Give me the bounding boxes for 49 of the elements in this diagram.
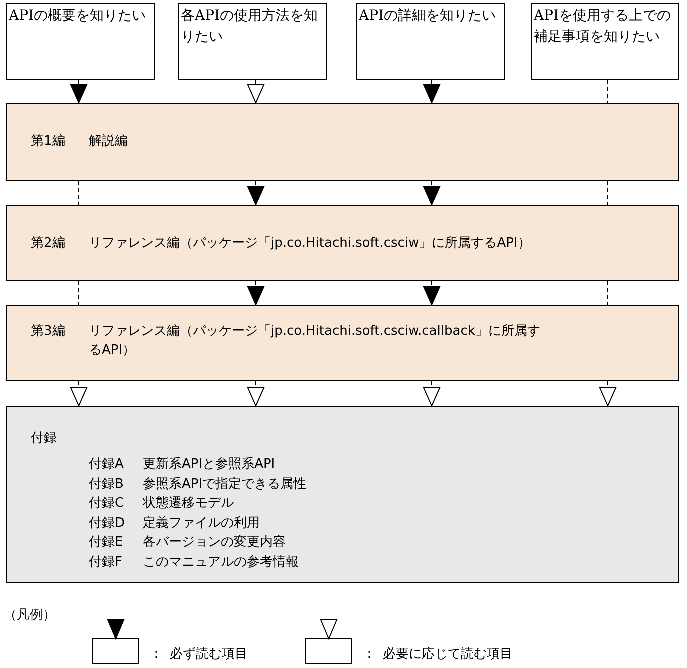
appendix-title: 参照系APIで指定できる属性 [143,476,307,494]
section-number: 第3編 [31,323,66,341]
appendix-heading: 付録 [31,430,57,448]
arrow [424,80,440,104]
arrow [70,380,88,406]
appendix-label: 付録A [89,456,124,474]
appendix-label: 付録E [89,534,124,552]
section-title: リファレンス編（パッケージ「jp.co.Hitachi.soft.csciw」に所属するAPI） [89,235,532,253]
appendix-title: 状態遷移モデル [143,495,234,513]
section-number: 第1編 [31,133,66,151]
appendix-label: 付録B [89,476,124,494]
appendix-title: このマニュアルの参考情報 [143,554,299,572]
appendix-title: 更新系APIと参照系API [143,456,276,474]
separator-colon: ： [363,646,376,664]
appendix-label: 付録C [89,495,124,513]
section-band [6,205,679,281]
section-number: 第2編 [31,235,66,253]
dashed-line [78,280,80,306]
arrow [248,80,264,104]
appendix-box [6,406,679,583]
goal-box [356,3,505,80]
section-title: 解説編 [89,133,129,151]
arrow [424,380,440,406]
section-band [6,305,679,381]
legend-text: 必ず読む項目 [170,646,248,664]
section-band [6,103,679,181]
goal-text: 各APIの使用方法を知りたい [181,7,320,47]
appendix-label: 付録D [89,514,126,532]
legend-text: 必要に応じて読む項目 [383,646,513,664]
goal-text: APIを使用する上での補足事項を知りたい [534,7,672,47]
goal-text: APIの詳細を知りたい [359,7,498,26]
arrow [424,180,440,206]
dashed-line [78,180,80,206]
arrow [600,380,616,406]
appendix-label: 付録F [89,554,122,572]
arrow [70,80,88,104]
goal-box [531,3,679,80]
arrow [424,280,440,306]
legend-heading: （凡例） [4,607,56,625]
arrow [248,180,264,206]
separator-colon: ： [150,646,163,664]
goal-box [178,3,327,80]
arrow [248,280,264,306]
goal-text: APIの概要を知りたい [9,7,148,26]
appendix-title: 各バージョンの変更内容 [143,534,286,552]
goal-box [6,3,155,80]
arrow [248,380,264,406]
section-title: リファレンス編（パッケージ「jp.co.Hitachi.soft.csciw.callback」に所属するAPI） [89,323,542,360]
appendix-title: 定義ファイルの利用 [143,514,260,532]
